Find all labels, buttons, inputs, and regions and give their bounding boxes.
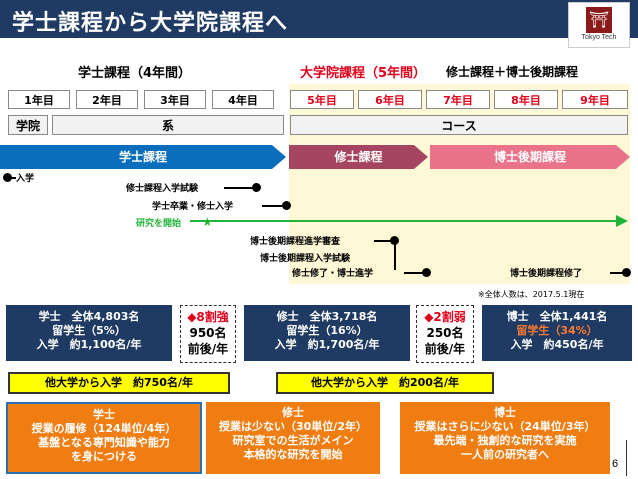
research-arrow-head: [616, 215, 628, 227]
doctor-arrow-shape: [430, 145, 630, 169]
title-bar: [0, 0, 638, 38]
year-3: 3年目: [144, 90, 206, 109]
doctor-summary-line1: 授業はさらに少ない（24単位/3年）: [414, 420, 596, 433]
doctor-stats-box: 博士 全体1,441名 留学生（34%） 入学 約450名/年: [482, 305, 632, 361]
master-complete-dot: [422, 268, 431, 277]
bachelor-total: 学士 全体4,803名: [38, 310, 140, 323]
doctor-exam-label: 博士後期課程入学試験: [260, 254, 351, 264]
master-arrow-label: 修士課程: [334, 150, 383, 164]
master-total: 修士 全体3,718名: [276, 310, 378, 323]
grad-header: 大学院課程（5年間）: [300, 66, 427, 81]
bachelor-arrow-shape: [0, 145, 286, 169]
year-5: 5年目: [290, 90, 354, 109]
admission-dot: [3, 173, 12, 182]
doctor-summary-line2: 最先端・独創的な研究を実施: [433, 434, 577, 447]
undergrad-header: 学士課程（4年間）: [78, 66, 192, 81]
bachelor-intl: 留学生（5%）: [52, 324, 126, 337]
doctor-review-line: [374, 240, 392, 242]
year-8: 8年目: [494, 90, 558, 109]
master-summary-line2: 研究室での生活がメイン: [232, 434, 354, 447]
master-intl: 留学生（16%）: [286, 324, 368, 337]
doctor-review-label: 博士後期課程進学審査: [250, 237, 341, 247]
ratio-1-unit: 前後/年: [187, 342, 229, 356]
ratio-2-count: 250名: [426, 326, 464, 340]
master-complete-line: [404, 272, 424, 274]
year-2: 2年目: [76, 90, 138, 109]
doctor-summary-line3: 一人前の研究者へ: [461, 448, 549, 461]
master-summary-line3: 本格的な研究を開始: [243, 448, 343, 461]
course-arrows: [0, 145, 630, 169]
bachelor-intake: 入学 約1,100名/年: [36, 338, 142, 351]
page-number-divider: [626, 440, 627, 476]
research-start-label: 研究を開始: [136, 219, 182, 229]
gakuin-bar: 学院: [8, 115, 48, 135]
master-summary-title: 修士: [282, 406, 304, 419]
master-intake: 入学 約1,700名/年: [274, 338, 380, 351]
external-doctor-intake: 他大学から入学 約200名/年: [276, 372, 494, 394]
ratio-1-label: ◆8割強: [187, 310, 229, 324]
bachelor-summary-title: 学士: [93, 408, 115, 421]
doctor-complete-label: 博士後期課程修了: [510, 269, 583, 279]
external-master-intake: 他大学から入学 約750名/年: [8, 372, 230, 394]
grad-enter-dot: [282, 201, 291, 210]
bachelor-summary-line2: 基盤となる専門知識や能力: [38, 436, 170, 449]
doctor-arrow-label: 博士後期課程: [493, 150, 566, 164]
ratio-2-unit: 前後/年: [424, 342, 466, 356]
bachelor-stats-box: 学士 全体4,803名 留学生（5%） 入学 約1,100名/年: [6, 305, 172, 361]
bachelor-summary-line1: 授業の履修（124単位/4年）: [31, 422, 177, 435]
doctor-intl: 留学生（34%）: [516, 324, 598, 337]
page-number: 6: [612, 458, 619, 470]
doctor-summary-title: 博士: [494, 406, 516, 419]
ratio-1-count: 950名: [189, 326, 227, 340]
master-complete-label: 修士修了・博士進学: [292, 269, 374, 279]
doctor-vertical-line: [394, 240, 396, 270]
master-summary-line1: 授業は少ない（30単位/2年）: [219, 420, 367, 433]
year-9: 9年目: [562, 90, 628, 109]
ratio-2-label: ◆2割弱: [424, 310, 466, 324]
master-exam-dot: [252, 183, 261, 192]
bachelor-summary-line3: を身につける: [71, 450, 137, 463]
university-logo: ⛩ Tokyo Tech: [568, 2, 630, 48]
page-title: 学士課程から大学院課程へ: [12, 11, 289, 36]
master-summary: 修士 授業は少ない（30単位/2年） 研究室での生活がメイン 本格的な研究を開始: [206, 402, 380, 474]
logo-text: Tokyo Tech: [581, 34, 617, 41]
grad-header-suffix: 修士課程＋博士後期課程: [446, 65, 579, 79]
admission-tick: [10, 177, 16, 179]
doctor-complete-dot: [622, 268, 631, 277]
master-exam-label: 修士課程入学試験: [126, 184, 199, 194]
research-star-icon: ★: [202, 215, 213, 228]
master-stats-box: 修士 全体3,718名 留学生（16%） 入学 約1,700名/年: [244, 305, 410, 361]
logo-mark-icon: ⛩: [586, 7, 612, 33]
doctor-intake: 入学 約450名/年: [510, 338, 604, 351]
kei-bar: 系: [52, 115, 284, 135]
bachelor-summary: 学士 授業の履修（124単位/4年） 基盤となる専門知識や能力 を身につける: [6, 402, 202, 474]
ratio-box-1: ◆8割強 950名 前後/年: [180, 305, 236, 363]
master-arrow-shape: [289, 145, 428, 169]
admission-label: 入学: [16, 174, 35, 184]
bachelor-arrow-label: 学士課程: [118, 150, 167, 164]
population-note: ※全体人数は、2017.5.1現在: [478, 290, 585, 299]
ratio-box-2: ◆2割弱 250名 前後/年: [416, 305, 474, 363]
course-bar: コース: [290, 115, 628, 135]
year-4: 4年目: [212, 90, 274, 109]
doctor-total: 博士 全体1,441名: [506, 310, 608, 323]
year-1: 1年目: [8, 90, 70, 109]
doctor-complete-line: [610, 272, 624, 274]
year-7: 7年目: [426, 90, 490, 109]
grad-enter-line: [262, 205, 284, 207]
research-arrow: ★: [190, 215, 628, 228]
year-6: 6年目: [358, 90, 422, 109]
grad-enter-label: 学士卒業・修士入学: [152, 202, 234, 212]
master-exam-line: [224, 187, 254, 189]
doctor-summary: 博士 授業はさらに少ない（24単位/3年） 最先端・独創的な研究を実施 一人前の…: [400, 402, 610, 474]
